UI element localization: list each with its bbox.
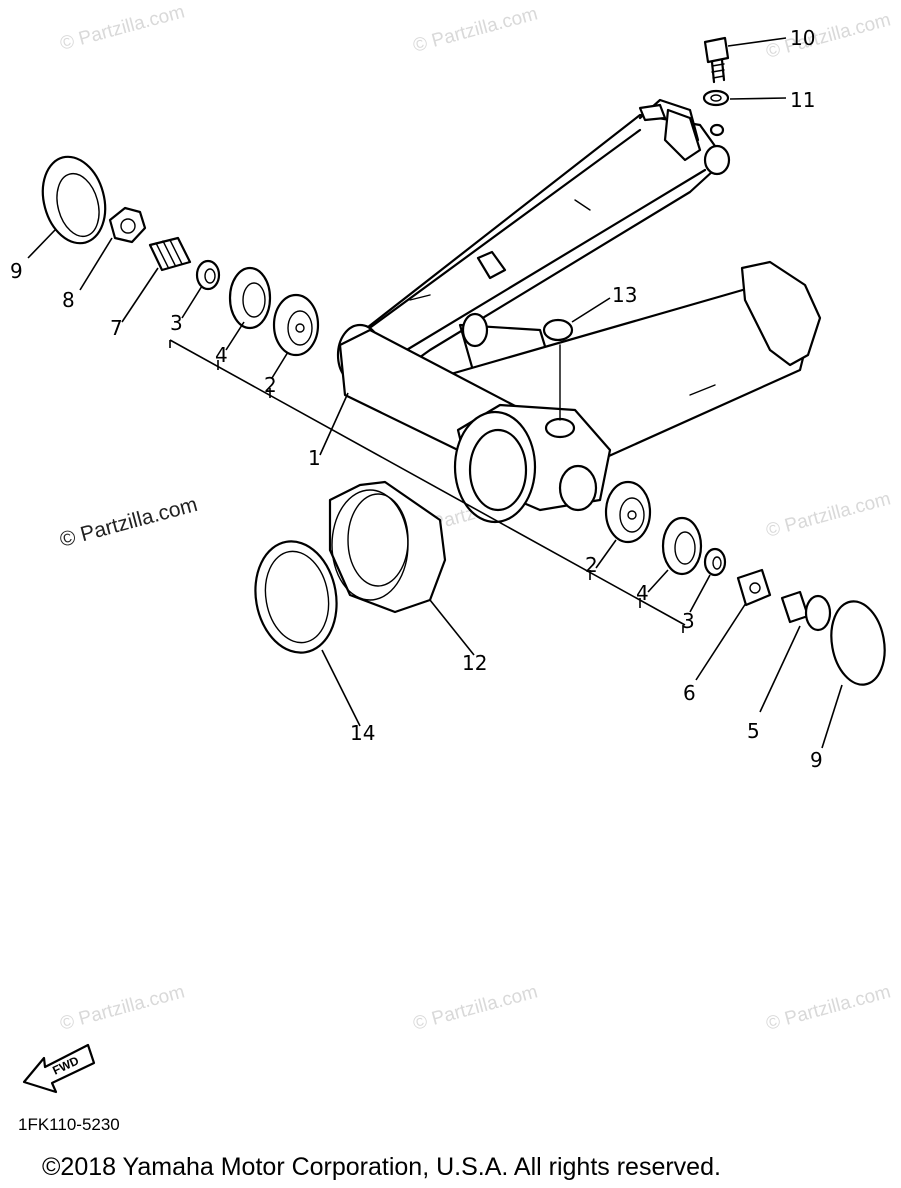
callout-13: 13 (612, 283, 637, 307)
ring-14 (254, 540, 338, 654)
bolt-10 (703, 36, 730, 84)
ring-12 (328, 480, 447, 614)
leader-lines (27, 37, 843, 749)
fwd-arrow-icon: FWD (22, 1043, 96, 1094)
watermark: © Partzilla.com (764, 981, 893, 1034)
bearing-2-right (604, 480, 652, 544)
callout-2: 2 (264, 373, 277, 397)
callout-12: 12 (462, 651, 487, 675)
callout-4: 4 (215, 343, 228, 367)
bearing-2-left (272, 293, 320, 357)
dust-cover-9-right (830, 600, 886, 686)
watermark: © Partzilla.com (58, 1, 187, 54)
callout-3: 3 (682, 609, 695, 633)
oil-seal-4-right (661, 516, 703, 576)
callout-4: 4 (636, 581, 649, 605)
copyright-notice: ©2018 Yamaha Motor Corporation, U.S.A. A… (42, 1153, 721, 1181)
washer-11 (702, 89, 730, 107)
callout-3: 3 (170, 311, 183, 335)
watermark: © Partzilla.com (58, 981, 187, 1034)
callout-14: 14 (350, 721, 375, 745)
callout-5: 5 (747, 719, 760, 743)
dust-cover-9-left (41, 155, 107, 245)
watermarks: © Partzilla.com © Partzilla.com © Partzi… (57, 1, 893, 1034)
callout-2: 2 (585, 553, 598, 577)
collar-3-right (703, 547, 727, 577)
watermark: © Partzilla.com (411, 981, 540, 1034)
callout-7: 7 (110, 316, 123, 340)
cap-13 (542, 318, 574, 342)
watermark: © Partzilla.com (411, 3, 540, 56)
bolt-5 (780, 590, 832, 632)
oil-seal-4-left (228, 266, 272, 330)
collar-3-left (195, 259, 221, 291)
callout-11: 11 (790, 88, 815, 112)
callout-6: 6 (683, 681, 696, 705)
callout-1: 1 (308, 446, 321, 470)
callout-labels: 1 2 2 3 3 4 4 5 6 7 8 9 9 10 11 12 13 14 (10, 26, 823, 772)
plate-6 (736, 568, 772, 607)
bracket-lines (169, 339, 686, 633)
watermark: © Partzilla.com (764, 488, 893, 541)
adjust-bolt-7 (148, 236, 192, 272)
watermark: © Partzilla.com (57, 493, 200, 552)
callout-10: 10 (790, 26, 815, 50)
callout-9: 9 (810, 748, 823, 772)
diagram-code: 1FK110-5230 (18, 1115, 120, 1134)
swingarm-1 (336, 98, 822, 524)
watermark: © Partzilla.com (764, 9, 893, 62)
nut-8 (108, 206, 147, 244)
callout-8: 8 (62, 288, 75, 312)
callout-9: 9 (10, 259, 23, 283)
